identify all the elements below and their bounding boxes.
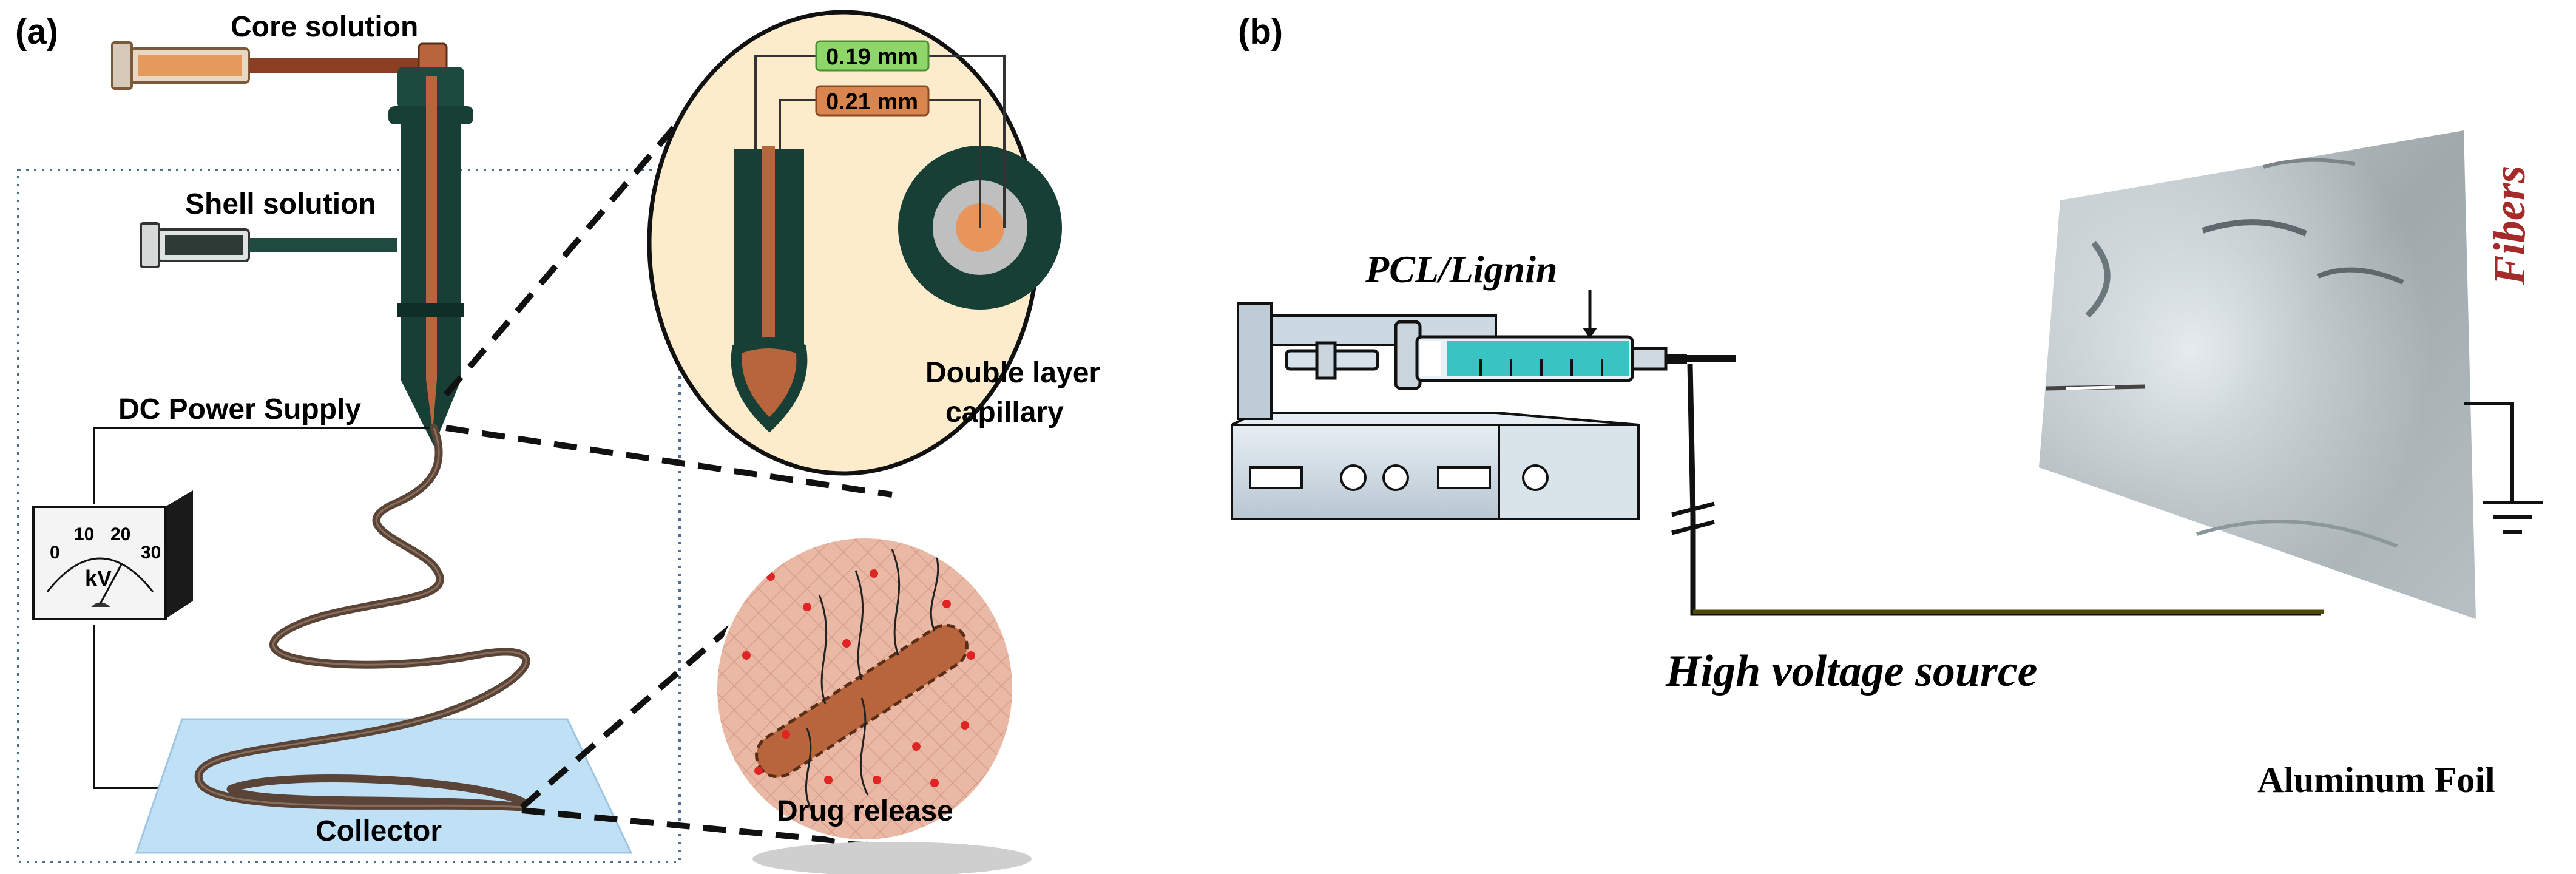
syringe-pump-icon: [1231, 302, 1640, 520]
dim-inner-label: 0.19 mm: [826, 44, 918, 70]
shell-solution-label: Shell solution: [185, 188, 376, 220]
aluminum-foil-photo: [2039, 130, 2476, 619]
aluminum-foil-label: Aluminum Foil: [2257, 760, 2495, 800]
meter-tick: 20: [110, 524, 130, 544]
panel-a: (a) Core solution Shell solution: [15, 10, 1100, 874]
meter-tick: 0: [50, 543, 60, 563]
pcl-syringe-icon: [1285, 290, 1736, 390]
panel-b-tag: (b): [1238, 12, 1283, 52]
fiber-jet-highlight: [197, 427, 527, 808]
capillary-caption-1: Double layer: [925, 357, 1100, 389]
dim-tag-outer: [815, 85, 930, 117]
core-solution-label: Core solution: [231, 11, 418, 43]
shell-syringe-icon: [140, 222, 397, 268]
power-wires: [93, 427, 434, 789]
capillary-inset: [647, 10, 1062, 476]
drug-release-inset: [715, 536, 1015, 842]
meter-tick: 30: [141, 543, 161, 563]
meter-ticks: 0 10 20 30: [50, 524, 161, 563]
collector-label: Collector: [316, 815, 442, 847]
coaxial-needle-icon: [388, 67, 473, 446]
hv-circuit: [1671, 364, 2324, 616]
meter-unit: kV: [85, 566, 112, 591]
pcl-lignin-label: PCL/Lignin: [1365, 248, 1558, 291]
kv-meter-icon: [32, 490, 193, 620]
fibers-label: Fibers: [2485, 166, 2535, 286]
ground-icon: [2464, 402, 2543, 534]
dc-power-label: DC Power Supply: [118, 393, 361, 425]
setup-frame: [17, 169, 681, 863]
inset-shadow: [752, 842, 1032, 874]
capillary-caption-2: capillary: [945, 396, 1064, 429]
dim-tag-inner: [815, 40, 930, 72]
panel-a-tag: (a): [15, 12, 58, 52]
high-voltage-label: High voltage source: [1665, 646, 2038, 696]
meter-tick: 10: [74, 524, 94, 544]
drug-release-label: Drug release: [777, 795, 953, 827]
core-syringe-icon: [111, 41, 448, 90]
panel-b: (b): [1231, 12, 2543, 800]
dim-outer-label: 0.21 mm: [826, 89, 918, 115]
zoom-lines: [444, 80, 893, 847]
